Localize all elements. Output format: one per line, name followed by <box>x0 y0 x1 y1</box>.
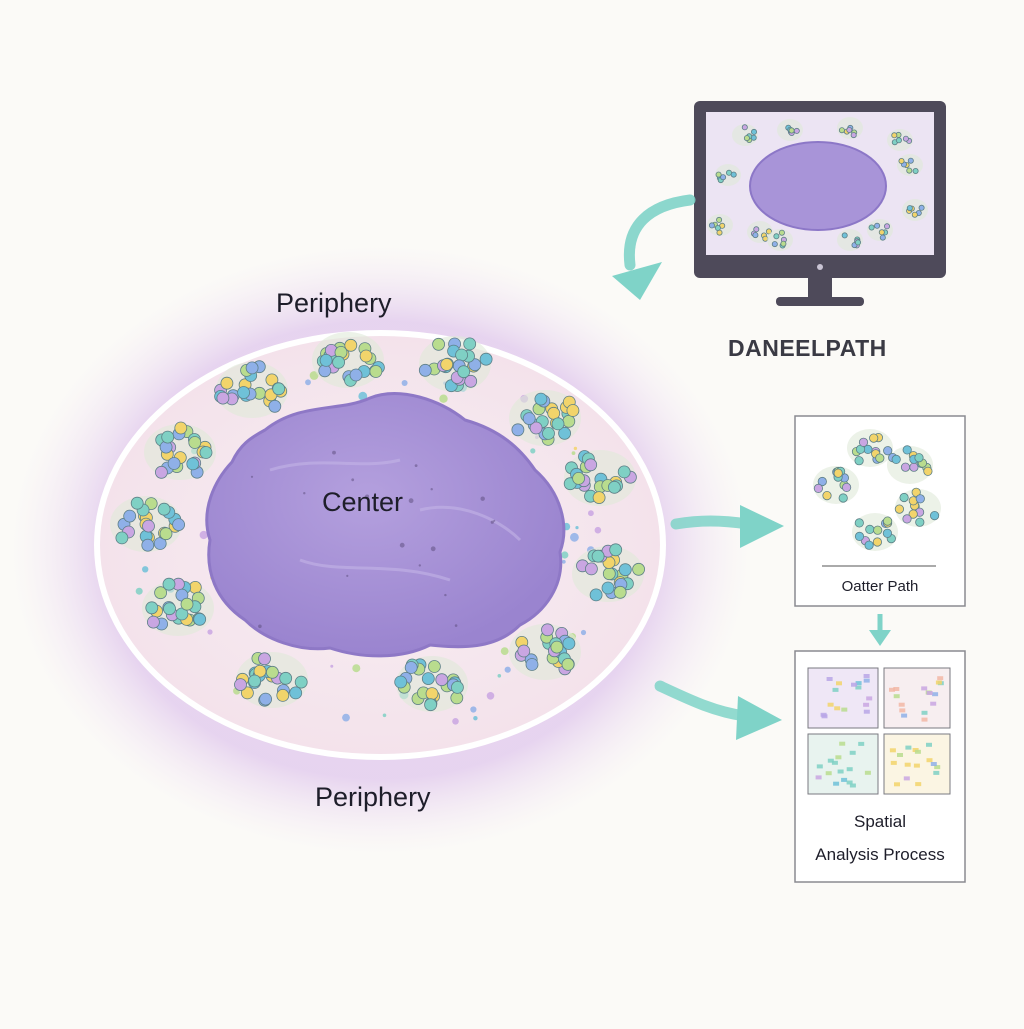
periphery-bottom-label: Periphery <box>315 782 431 812</box>
cell-cluster <box>813 466 859 504</box>
outer-path-panel-label: Oatter Path <box>841 578 919 595</box>
cell-speck <box>500 647 509 655</box>
center-label: Center <box>322 487 404 517</box>
cell-cluster <box>142 577 214 636</box>
cell-speck <box>497 674 502 678</box>
cell-cluster <box>894 487 941 527</box>
center-core-dots <box>250 450 496 629</box>
cell-cluster <box>715 164 741 186</box>
peripheral-cell-clusters <box>110 332 645 712</box>
cell-speck <box>561 551 569 559</box>
cell-speck <box>575 526 579 530</box>
outer-path-panel <box>794 415 966 607</box>
cell-cluster <box>707 214 733 236</box>
cell-speck <box>594 526 602 534</box>
cell-speck <box>439 394 448 403</box>
cell-cluster <box>837 117 863 139</box>
cell-cluster <box>110 496 186 552</box>
cell-speck <box>330 664 334 668</box>
cell-cluster <box>852 513 898 551</box>
cell-cluster <box>572 543 645 602</box>
cell-speck <box>207 629 213 635</box>
cell-speck <box>573 446 578 451</box>
cell-cluster <box>767 229 793 251</box>
periphery-top-label: Periphery <box>276 288 392 318</box>
center-core-texture <box>269 458 522 582</box>
cell-speck <box>571 451 576 455</box>
cell-cluster <box>234 652 308 708</box>
cell-speck <box>470 706 477 713</box>
cell-cluster <box>418 336 493 393</box>
cell-cluster <box>394 656 468 712</box>
spatial-analysis-panel <box>794 650 966 883</box>
cell-cluster <box>747 221 773 243</box>
cell-speck <box>309 371 319 380</box>
cell-speck <box>452 718 459 725</box>
cell-cluster <box>312 332 385 388</box>
cell-speck <box>588 510 594 517</box>
cell-speck <box>305 379 311 386</box>
cell-cluster <box>887 445 933 484</box>
cell-speck <box>142 566 149 573</box>
cell-cluster <box>509 390 581 446</box>
cell-speck <box>358 391 368 401</box>
cell-speck <box>199 530 208 540</box>
cell-cluster <box>837 229 863 251</box>
cell-cluster <box>732 124 758 146</box>
center-core <box>205 392 566 658</box>
cell-speck <box>504 666 511 673</box>
cell-cluster <box>214 360 288 418</box>
cell-speck <box>342 713 350 722</box>
cell-speck <box>561 559 566 564</box>
cell-cluster <box>847 429 893 467</box>
spatial-panel-label-line1: Spatial <box>854 812 906 831</box>
spatial-panel-label-line2: Analysis Process <box>815 845 945 864</box>
monitor-icon <box>694 101 946 306</box>
cell-speck <box>352 664 361 673</box>
cell-speck <box>473 716 478 721</box>
cell-cluster <box>777 119 803 141</box>
cell-cluster <box>902 199 928 221</box>
down-arrow-icon <box>869 614 891 646</box>
cell-speck <box>135 587 143 595</box>
cell-cluster <box>897 154 923 176</box>
cell-speck <box>486 692 495 700</box>
cell-cluster <box>563 450 637 506</box>
cell-cluster <box>509 623 581 680</box>
cell-speck <box>401 380 408 386</box>
cell-cluster <box>887 129 913 151</box>
cell-speck <box>570 532 579 542</box>
cell-speck <box>580 629 587 636</box>
cell-speck <box>530 448 536 454</box>
curved-arrow-icon <box>612 194 784 740</box>
cell-cluster <box>867 219 893 241</box>
software-name-label: DANEELPATH <box>728 335 887 361</box>
cell-cluster <box>144 421 216 480</box>
cell-speck <box>382 713 387 718</box>
